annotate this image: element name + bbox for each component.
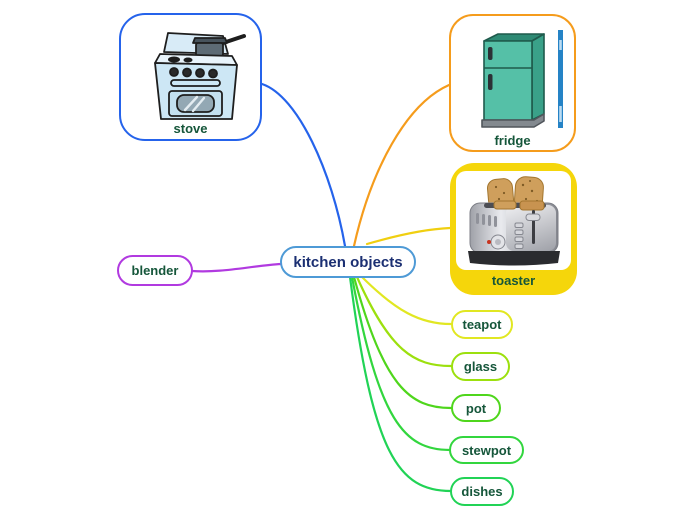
node-stove[interactable]: stove	[119, 13, 262, 141]
toaster-photo-frame	[456, 171, 571, 270]
connection-pot	[352, 275, 453, 410]
stove-icon	[153, 32, 246, 120]
connection-glass	[355, 275, 453, 368]
fridge-icon	[480, 30, 563, 128]
node-pot[interactable]: pot	[451, 394, 501, 422]
watermark-bar	[557, 30, 563, 128]
node-dishes-label: dishes	[461, 484, 503, 499]
connection-fridge	[352, 83, 451, 248]
node-toaster[interactable]: toaster	[450, 163, 577, 295]
node-pot-label: pot	[465, 400, 487, 416]
node-blender[interactable]: blender	[117, 255, 193, 286]
connection-stove	[260, 82, 347, 248]
connection-teapot	[359, 274, 453, 326]
node-stove-label: stove	[173, 121, 208, 136]
node-stewpot-label: stewpot	[461, 442, 512, 458]
toaster-icon	[467, 176, 560, 266]
node-fridge[interactable]: fridge	[449, 14, 576, 152]
node-teapot[interactable]: teapot	[451, 310, 513, 339]
node-kitchen-objects-label: kitchen objects	[293, 253, 403, 271]
node-stewpot[interactable]: stewpot	[449, 436, 524, 464]
node-teapot-label: teapot	[462, 317, 502, 332]
node-toaster-label: toaster	[491, 273, 536, 288]
node-dishes[interactable]: dishes	[450, 477, 514, 506]
node-glass[interactable]: glass	[451, 352, 510, 381]
node-blender-label: blender	[131, 263, 179, 278]
node-glass-label: glass	[463, 359, 498, 374]
connection-blender	[190, 262, 283, 273]
node-kitchen-objects[interactable]: kitchen objects	[280, 246, 416, 278]
node-fridge-label: fridge	[494, 133, 531, 148]
connection-stewpot	[350, 275, 452, 452]
connection-toaster	[365, 226, 452, 246]
connection-dishes	[348, 275, 453, 493]
